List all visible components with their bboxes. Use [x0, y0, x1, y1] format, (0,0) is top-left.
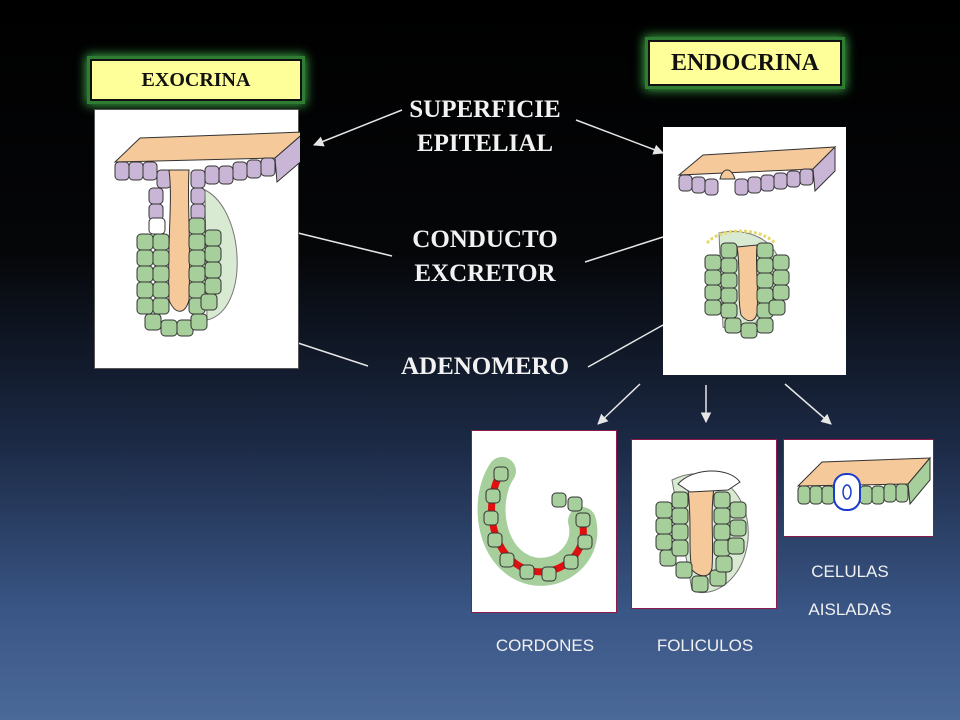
endocrine-gland-drawing [677, 145, 837, 339]
line-adenomero-exocrina [297, 342, 369, 367]
line-conducto-exocrina [297, 232, 393, 257]
endocrina-tag: ENDOCRINA [648, 40, 842, 86]
adenomero-label: ADENOMERO [400, 353, 570, 380]
exocrina-tag: EXOCRINA [90, 59, 302, 101]
foliculos-label: FOLICULOS [656, 636, 754, 655]
celulas-aisladas-label: CELULAS AISLADAS [790, 553, 910, 629]
cordones-drawing [477, 457, 598, 586]
arrow-to-celulas-aisladas [784, 383, 832, 425]
conducto-excretor-label: CONDUCTO EXCRETOR [380, 223, 590, 291]
foliculos-drawing [655, 470, 749, 594]
superficie-epitelial-label: SUPERFICIE EPITELIAL [380, 93, 590, 161]
endocrine-gland-illustration [663, 127, 846, 375]
exocrine-gland-illustration [94, 109, 300, 369]
foliculos-illustration [631, 439, 777, 609]
line-adenomero-endocrina [587, 324, 664, 368]
superficie-line-2: EPITELIAL [416, 130, 554, 157]
cordones-label: CORDONES [495, 636, 595, 655]
conducto-line-1: CONDUCTO [412, 226, 558, 253]
cordones-illustration [471, 430, 617, 613]
exocrine-gland-drawing [113, 131, 300, 337]
line-conducto-endocrina [584, 236, 664, 263]
superficie-line-1: SUPERFICIE [409, 96, 561, 123]
celulas-aisladas-drawing [796, 456, 932, 511]
celulas-line-1: CELULAS [811, 562, 889, 581]
arrow-to-cordones [597, 383, 641, 425]
celulas-line-2: AISLADAS [808, 600, 892, 619]
celulas-aisladas-illustration [783, 439, 934, 537]
conducto-line-2: EXCRETOR [414, 260, 556, 287]
